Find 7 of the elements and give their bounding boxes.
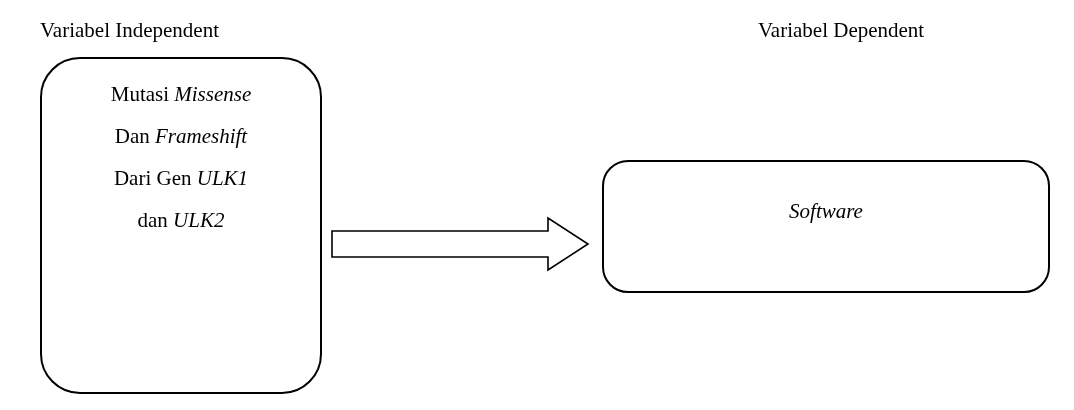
heading-label: Variabel Dependent [758, 18, 925, 43]
heading-label: Variabel Independent [40, 18, 219, 43]
box-text: Software [789, 198, 863, 225]
rounded-box [602, 160, 1050, 293]
box-text: Mutasi Missense Dan Frameshift Dari Gen ULK1 dan ULK2 [109, 81, 253, 234]
block-arrow [331, 216, 590, 272]
rounded-box [40, 57, 322, 394]
